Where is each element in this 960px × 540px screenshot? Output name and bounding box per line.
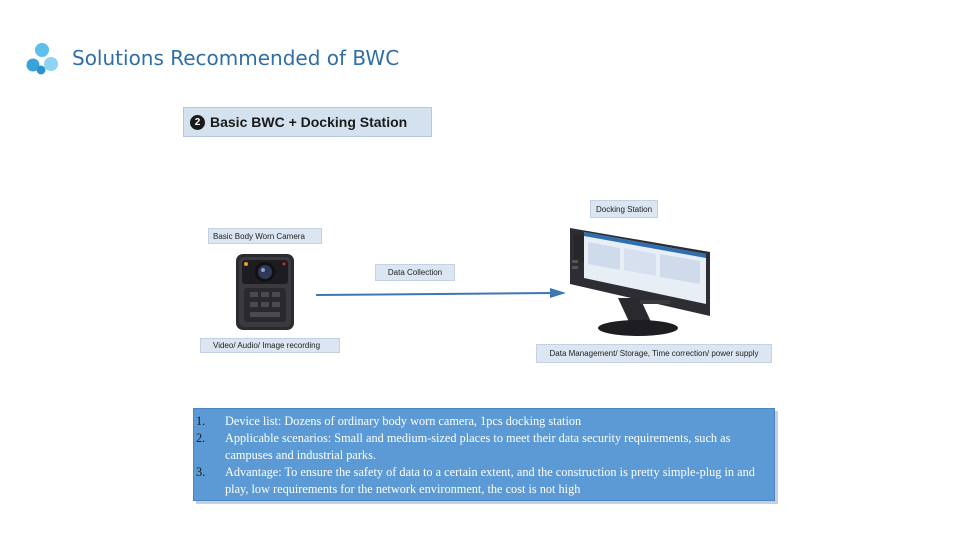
list-item: 2. Applicable scenarios: Small and mediu… bbox=[194, 430, 766, 464]
info-box: 1. Device list: Dozens of ordinary body … bbox=[193, 408, 775, 501]
list-text: Applicable scenarios: Small and medium-s… bbox=[225, 431, 731, 462]
body-worn-camera-image bbox=[236, 254, 294, 330]
list-item: 3. Advantage: To ensure the safety of da… bbox=[194, 464, 766, 498]
station-functions-label: Data Management/ Storage, Time correctio… bbox=[536, 344, 772, 363]
list-item: 1. Device list: Dozens of ordinary body … bbox=[194, 413, 766, 430]
camera-functions-label: Video/ Audio/ Image recording bbox=[200, 338, 340, 353]
info-list: 1. Device list: Dozens of ordinary body … bbox=[194, 409, 774, 498]
list-text: Advantage: To ensure the safety of data … bbox=[225, 465, 755, 496]
section-badge: 2 Basic BWC + Docking Station bbox=[183, 107, 432, 137]
section-number: 2 bbox=[190, 114, 205, 130]
data-collection-label: Data Collection bbox=[375, 264, 455, 281]
list-number: 3. bbox=[196, 465, 206, 479]
camera-label: Basic Body Worn Camera bbox=[208, 228, 322, 244]
data-flow-arrow bbox=[316, 288, 566, 298]
list-text: Device list: Dozens of ordinary body wor… bbox=[225, 414, 582, 428]
list-number: 2. bbox=[196, 431, 206, 445]
molecule-dots-icon bbox=[26, 43, 58, 75]
list-number: 1. bbox=[196, 414, 206, 428]
docking-station-tablet-image bbox=[570, 228, 710, 336]
page-title: Solutions Recommended of BWC bbox=[72, 46, 400, 70]
docking-station-label: Docking Station bbox=[590, 200, 658, 218]
section-title: Basic BWC + Docking Station bbox=[210, 114, 408, 130]
